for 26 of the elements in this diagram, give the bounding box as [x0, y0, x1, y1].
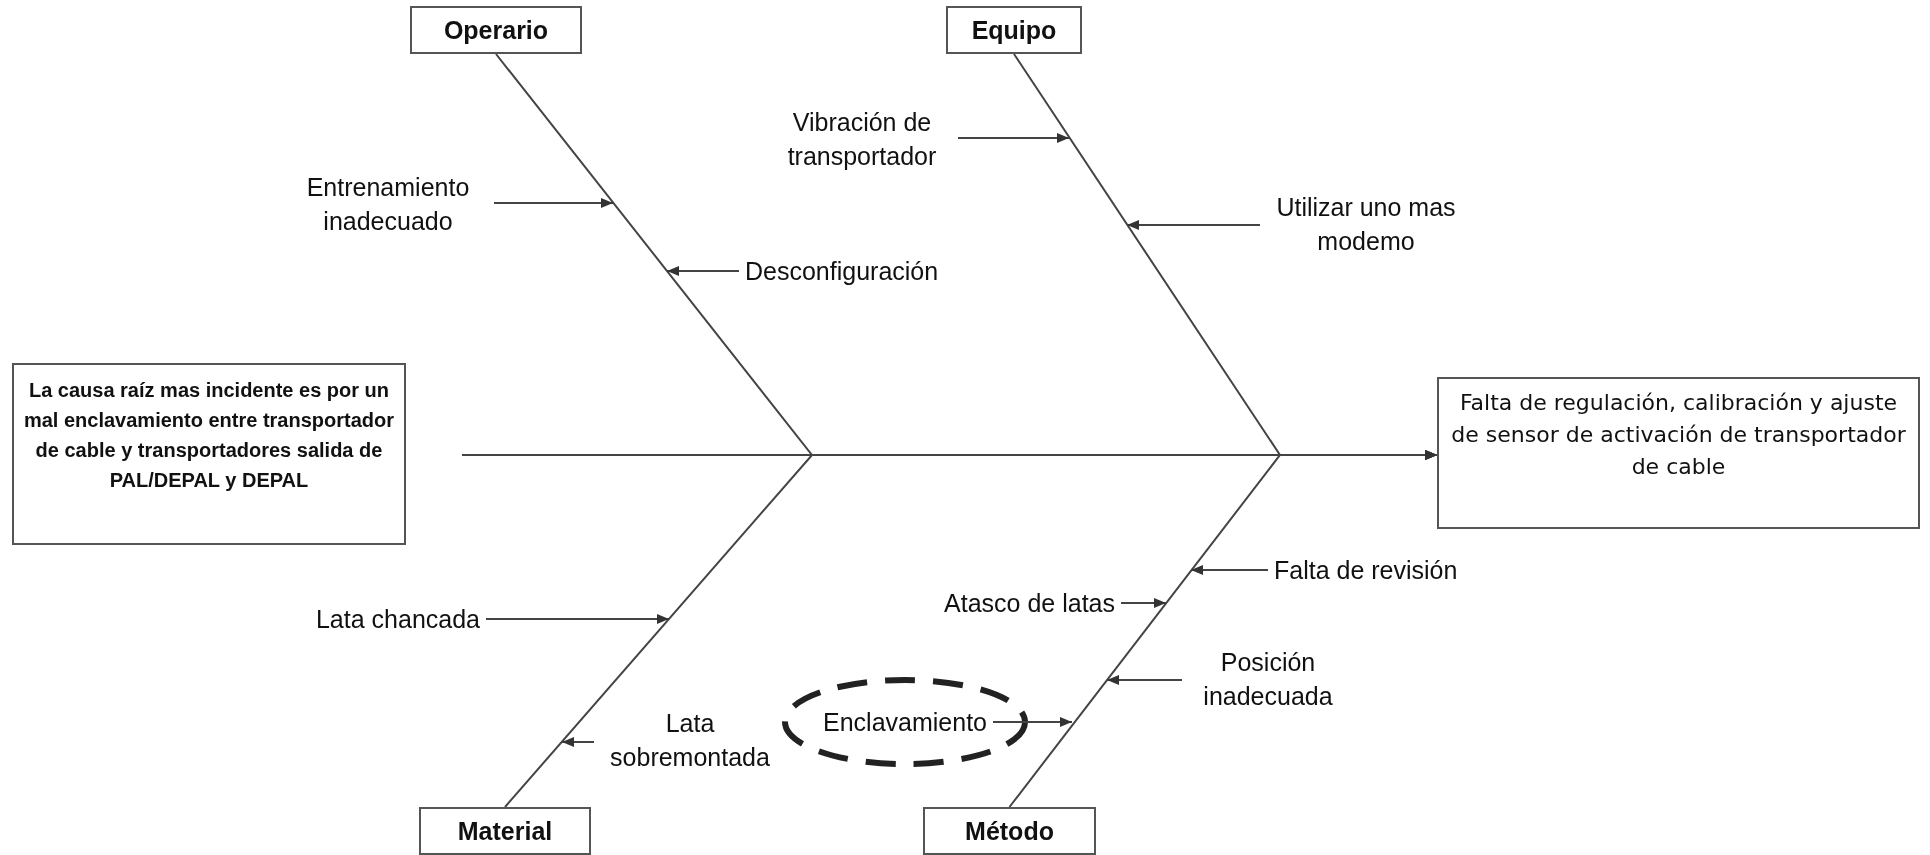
cause-label: Desconfiguración: [745, 254, 939, 288]
cause-label: Vibración de transportador: [772, 105, 952, 173]
category-box: Método: [923, 807, 1096, 855]
arrow: [957, 133, 1070, 143]
cause-label: Atasco de latas: [944, 586, 1115, 620]
root-cause-box: La causa raíz mas incidente es por un mal enclavamiento entre transportador de cable y transportadores salida de PAL/DEPAL y DEPAL: [12, 363, 406, 545]
cause-label: Entrenamiento inadecuado: [288, 170, 488, 238]
arrow: [493, 198, 614, 208]
arrow: [1126, 220, 1261, 230]
arrow: [485, 614, 670, 624]
cause-label: Posición inadecuada: [1188, 645, 1348, 713]
arrow: [1106, 675, 1183, 685]
cause-label: Lata chancada: [315, 602, 480, 636]
cause-label: Falta de revisión: [1274, 553, 1458, 587]
cause-label: Utilizar uno mas modemo: [1266, 190, 1466, 258]
cause-label: Enclavamiento: [823, 705, 987, 739]
category-box: Material: [419, 807, 591, 855]
arrow: [666, 266, 740, 276]
arrow: [1190, 565, 1269, 575]
category-box: Equipo: [946, 6, 1082, 54]
effect-box: Falta de regulación, calibración y ajuste de sensor de activación de transportador de cable: [1437, 377, 1920, 529]
category-box: Operario: [410, 6, 582, 54]
arrow: [1120, 598, 1167, 608]
cause-label: Lata sobremontada: [600, 706, 780, 774]
arrow: [561, 737, 595, 747]
bone-arrow: [1008, 450, 1438, 808]
